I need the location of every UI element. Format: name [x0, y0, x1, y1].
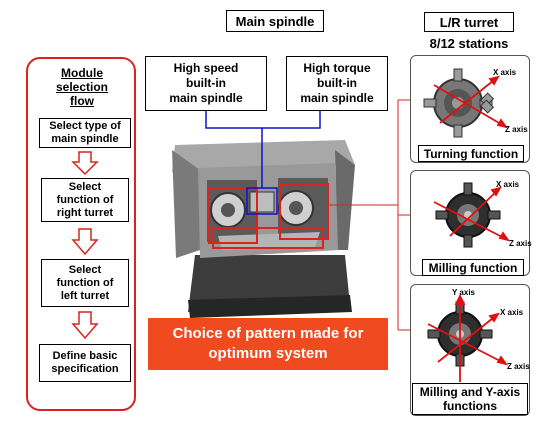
turning-turret-illustration — [423, 68, 509, 138]
flow-step-line: Define basic — [52, 350, 118, 362]
machine-window — [278, 178, 328, 240]
func-label-line: Milling function — [428, 260, 518, 275]
flow-title-line: selection — [55, 80, 109, 94]
machine-top-cover — [172, 140, 355, 172]
axis-label: X axis — [496, 180, 520, 189]
main-spindle-heading: Main spindle — [226, 10, 324, 32]
func-label-line: functions — [443, 399, 497, 413]
spindle-option-line: built-in — [317, 76, 357, 90]
axis-label: Z axis — [505, 125, 528, 134]
spindle-option-line: main spindle — [169, 91, 243, 105]
spindle-option-line: High torque — [303, 61, 371, 75]
flow-step-line: Select type of — [49, 120, 121, 132]
spindle-option-high-torque: High torque built-in main spindle — [286, 56, 388, 111]
axis-label: X axis — [500, 308, 524, 317]
flow-step-right-turret: Select function of right turret — [41, 178, 129, 222]
axis-label: Y axis — [452, 288, 475, 297]
func-label-line: Turning function — [423, 146, 519, 161]
machine-base-shape — [188, 295, 352, 318]
flow-step-main-spindle: Select type of main spindle — [39, 118, 131, 148]
flow-step-line: right turret — [56, 206, 114, 219]
flow-step-line: Select — [68, 263, 102, 276]
axis-label: Z axis — [509, 239, 532, 248]
milling-turret-illustration — [433, 182, 511, 248]
flow-step-line: function of — [56, 276, 114, 289]
turret-heading-text: L/R turret — [439, 14, 499, 30]
turning-function-label: Turning function — [418, 145, 524, 162]
machine-window — [207, 180, 257, 242]
spindle-connector — [205, 111, 321, 129]
flow-step-line: main spindle — [51, 133, 119, 145]
flow-step-basic-spec: Define basic specification — [39, 344, 131, 382]
flow-panel — [26, 57, 136, 411]
main-spindle-heading-text: Main spindle — [235, 13, 315, 29]
right-turret-highlight — [279, 183, 329, 240]
machine-front-body — [198, 163, 340, 258]
milling-y-axis-label: Milling and Y-axis functions — [412, 383, 528, 415]
flow-step-line: specification — [51, 363, 119, 375]
machine-side-panel — [172, 150, 200, 258]
flow-title: Module selection flow — [36, 66, 128, 108]
axis-label: X axis — [493, 68, 517, 77]
turret-stations: 8/12 stations — [429, 36, 509, 51]
milling-function-label: Milling function — [422, 259, 524, 276]
flow-step-line: Select — [68, 180, 102, 193]
spindle-highlight — [246, 187, 278, 215]
spindle-option-high-speed: High speed built-in main spindle — [145, 56, 267, 111]
flow-step-left-turret: Select function of left turret — [41, 259, 129, 307]
banner-line: Choice of pattern made for — [172, 325, 364, 342]
spindle-option-line: main spindle — [300, 91, 374, 105]
machine-base-shape — [188, 255, 350, 312]
left-turret-highlight — [208, 187, 258, 244]
flow-step-line: function of — [56, 193, 114, 206]
right-turret-disc — [278, 190, 314, 226]
left-turret-disc — [210, 192, 246, 228]
machine-side-panel — [335, 150, 355, 250]
spindle-center-block — [249, 191, 275, 213]
flow-title-line: Module — [61, 66, 103, 80]
choice-banner: Choice of pattern made for optimum syste… — [148, 318, 388, 370]
axis-label: Z axis — [507, 362, 530, 371]
chip-trough — [218, 232, 320, 250]
banner-line: optimum system — [208, 345, 328, 362]
milling-y-axis-turret-illustration — [427, 293, 509, 382]
flow-step-line: left turret — [60, 289, 110, 302]
func-label-line: Milling and Y-axis — [419, 385, 521, 399]
flow-title-line: flow — [70, 94, 94, 108]
spindle-option-line: High speed — [173, 61, 239, 75]
turret-heading: L/R turret — [424, 12, 514, 32]
lower-highlight — [212, 227, 324, 249]
spindle-option-line: built-in — [186, 76, 226, 90]
